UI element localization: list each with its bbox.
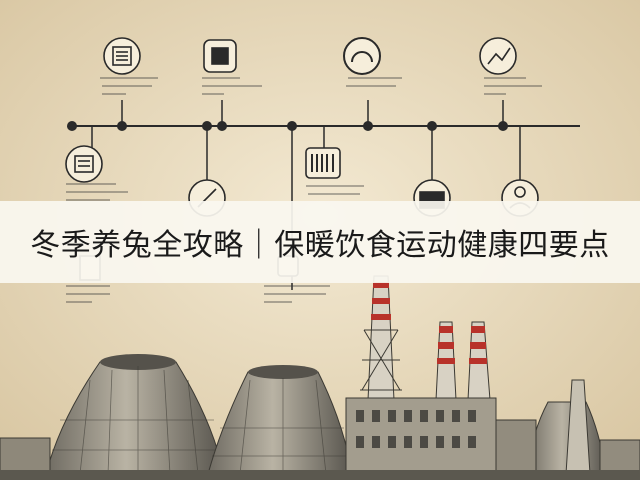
title-banner: 冬季养兔全攻略｜保暖饮食运动健康四要点 [0, 201, 640, 283]
flag-icon [203, 39, 237, 73]
power-plant-illustration [0, 275, 640, 480]
red-striped-chimney [360, 275, 402, 401]
timeline [67, 100, 580, 290]
document-icon [103, 37, 141, 75]
horseshoe-icon [343, 37, 381, 75]
list-icon [65, 145, 103, 183]
page-title: 冬季养兔全攻略｜保暖饮食运动健康四要点 [30, 228, 610, 263]
barcode-icon [305, 147, 341, 179]
chart-icon [479, 37, 517, 75]
caption-scribbles [66, 77, 542, 303]
